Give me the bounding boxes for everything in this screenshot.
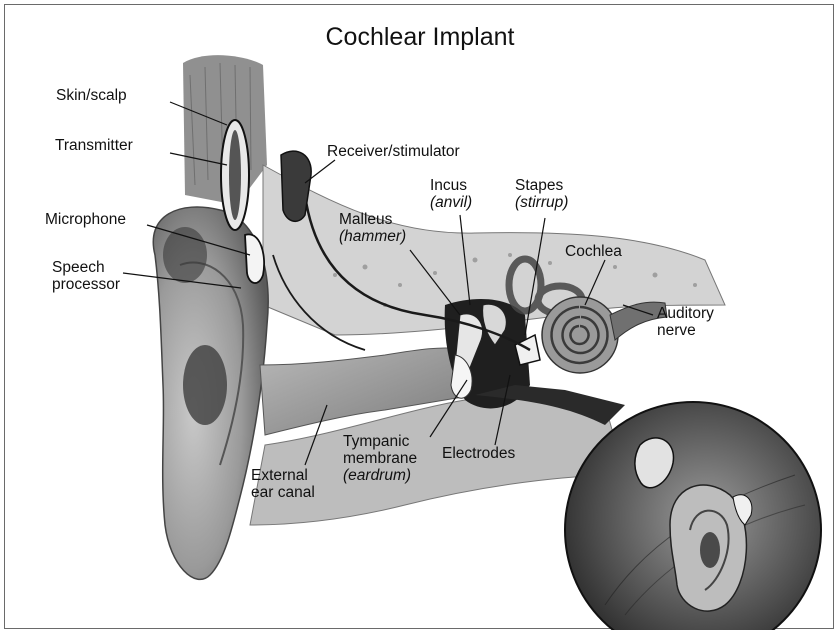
tympanic-membrane-line-2: membrane xyxy=(343,450,417,467)
label-stapes: Stapes (stirrup) xyxy=(515,177,568,211)
stapes-common-name: (stirrup) xyxy=(515,194,568,211)
external-ear-canal-line-1: External xyxy=(251,467,315,484)
tympanic-membrane-line-1: Tympanic xyxy=(343,433,417,450)
incus-name: Incus xyxy=(430,177,472,194)
malleus-name: Malleus xyxy=(339,211,406,228)
label-incus: Incus (anvil) xyxy=(430,177,472,211)
speech-processor-line-2: processor xyxy=(52,276,120,293)
label-receiver-stimulator: Receiver/stimulator xyxy=(327,143,460,160)
label-microphone: Microphone xyxy=(45,211,126,228)
stapes-name: Stapes xyxy=(515,177,568,194)
auditory-nerve-line-1: Auditory xyxy=(657,305,714,322)
diagram-frame: Cochlear Implant Skin/scalp Transmitter … xyxy=(4,4,834,629)
label-speech-processor: Speech processor xyxy=(52,259,120,293)
incus-common-name: (anvil) xyxy=(430,194,472,211)
label-malleus: Malleus (hammer) xyxy=(339,211,406,245)
label-cochlea: Cochlea xyxy=(565,243,622,260)
external-ear-canal-line-2: ear canal xyxy=(251,484,315,501)
malleus-common-name: (hammer) xyxy=(339,228,406,245)
tympanic-membrane-common-name: (eardrum) xyxy=(343,467,417,484)
speech-processor-device xyxy=(245,234,264,283)
label-external-ear-canal: External ear canal xyxy=(251,467,315,501)
cochlea-shape xyxy=(542,297,618,373)
label-electrodes: Electrodes xyxy=(442,445,515,462)
label-skin-scalp: Skin/scalp xyxy=(56,87,127,104)
label-auditory-nerve: Auditory nerve xyxy=(657,305,714,339)
label-tympanic-membrane: Tympanic membrane (eardrum) xyxy=(343,433,417,484)
auditory-nerve-line-2: nerve xyxy=(657,322,714,339)
diagram-title: Cochlear Implant xyxy=(5,23,835,52)
speech-processor-line-1: Speech xyxy=(52,259,120,276)
label-transmitter: Transmitter xyxy=(55,137,133,154)
